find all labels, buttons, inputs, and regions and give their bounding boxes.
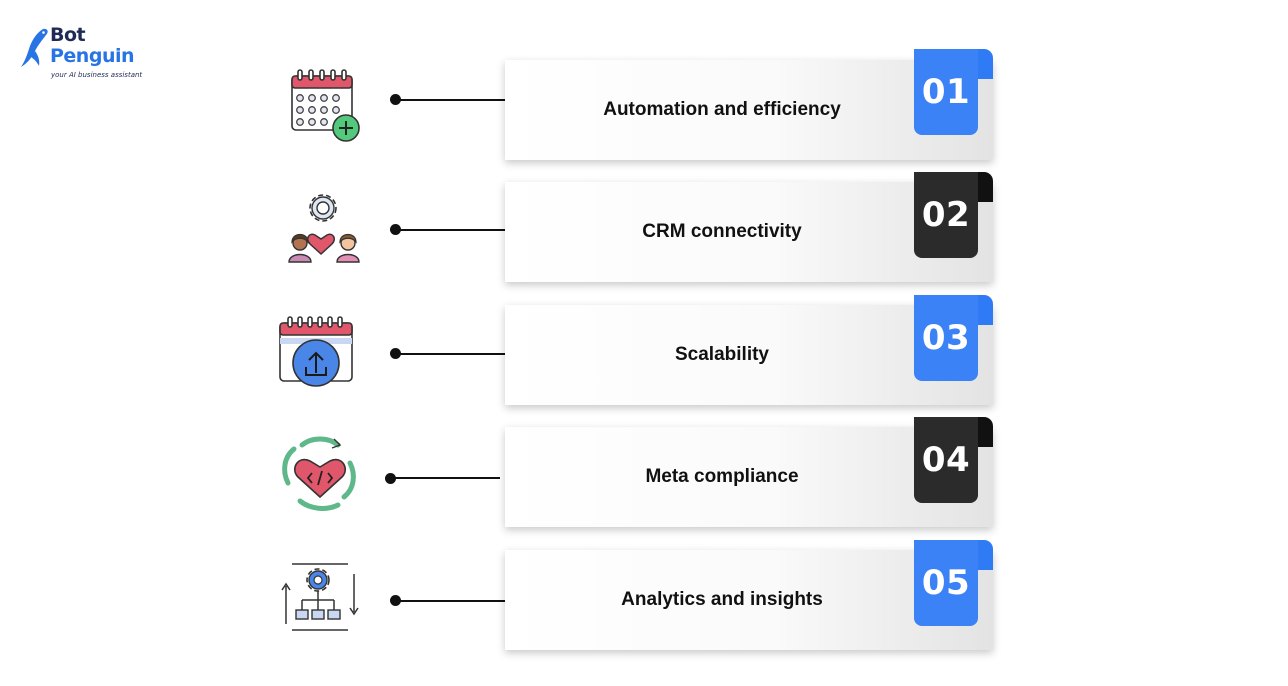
calendar-add-icon [291,69,360,142]
item-label: Analytics and insights [621,589,823,610]
number-badge: 03 [914,295,978,381]
number-badge: 01 [914,49,978,135]
item-card: Meta compliance [505,427,993,527]
list-item-1: Automation and efficiency 01 [0,49,1288,160]
list-item-4: Meta compliance 04 [0,417,1288,527]
number-badge: 04 [914,417,978,503]
logo-word-bot: Bot [50,24,86,46]
connector-line [396,353,506,355]
number-badge: 05 [914,540,978,626]
connector-line [396,229,506,231]
item-label: CRM connectivity [642,221,802,242]
logo-tagline: your AI business assistant [51,71,143,79]
heart-code-cycle-icon [282,436,356,511]
people-heart-gear-icon [288,194,360,263]
connector-line [396,600,506,602]
calendar-upload-icon [279,316,353,387]
item-card: Analytics and insights [505,550,993,650]
penguin-logo-icon [21,28,48,67]
item-label: Scalability [675,344,769,365]
list-item-3: Scalability 03 [0,295,1288,405]
item-card: Scalability [505,305,993,405]
connector-line [396,99,506,101]
item-card: CRM connectivity [505,182,993,282]
item-card: Automation and efficiency [505,60,993,160]
number-badge: 02 [914,172,978,258]
connector-dot [390,595,401,606]
logo-word-penguin: Penguin [50,45,135,67]
botpenguin-logo[interactable]: Bot Penguin your AI business assistant [18,24,148,82]
workflow-gear-icon [281,563,359,631]
item-label: Meta compliance [645,466,799,487]
item-label: Automation and efficiency [603,99,841,120]
connector-dot [390,348,401,359]
connector-dot [390,94,401,105]
list-item-2: CRM connectivity 02 [0,172,1288,282]
list-item-5: Analytics and insights 05 [0,540,1288,650]
connector-line [390,477,500,479]
connector-dot [390,224,401,235]
